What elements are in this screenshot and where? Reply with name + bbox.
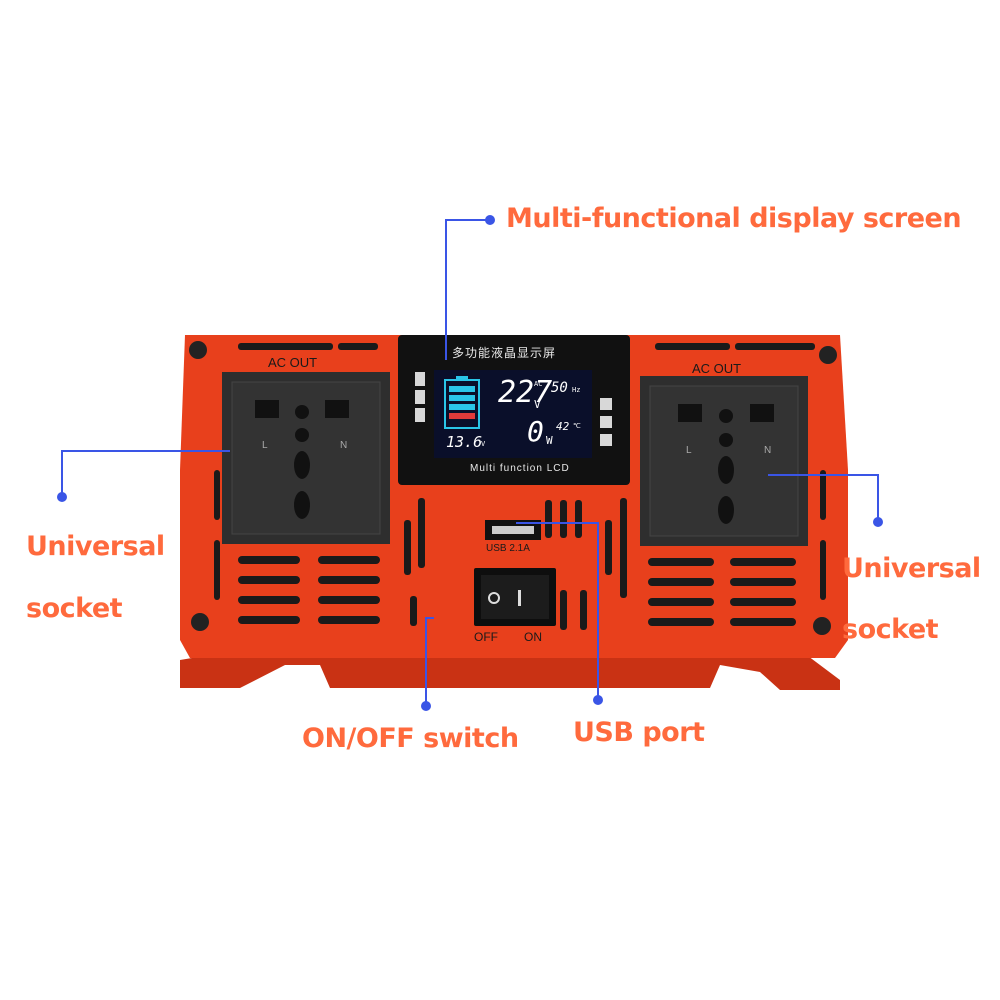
- lcd-header-label: 多功能液晶显示屏: [452, 346, 557, 360]
- callout-on-off-switch: ON/OFF switch: [302, 723, 519, 754]
- base-flange: [180, 650, 840, 690]
- lcd-dc-voltage-unit: V: [481, 440, 486, 448]
- leader-lines: [61, 219, 879, 706]
- left-socket: [222, 372, 390, 544]
- switch-on-label: ON: [524, 630, 542, 644]
- socket-n-label-right: N: [764, 445, 772, 456]
- ac-out-label-left: AC OUT: [268, 355, 318, 370]
- right-socket: [640, 376, 808, 546]
- lcd-ac-voltage-unit: V: [534, 398, 541, 411]
- switch-off-label: OFF: [474, 630, 498, 644]
- top-vents: [238, 343, 815, 350]
- socket-l-label-left: L: [262, 440, 268, 451]
- lcd-ac-tag: AC: [534, 380, 543, 388]
- usb-port-insert: [492, 526, 534, 534]
- callout-universal-socket-right-line1: Universal: [842, 553, 981, 584]
- screws: [189, 341, 837, 635]
- lcd-temperature: 42: [556, 420, 570, 433]
- callout-universal-socket-left-line1: Universal: [26, 531, 165, 562]
- battery-icon: [444, 376, 480, 429]
- lcd-frequency-unit: Hz: [572, 386, 581, 394]
- lcd-footer-label: Multi function LCD: [470, 463, 570, 474]
- lcd-dc-voltage: 13.6: [446, 433, 483, 451]
- center-vents: [404, 498, 627, 630]
- callout-usb-port: USB port: [573, 717, 705, 748]
- callout-universal-socket-right-line2: socket: [842, 614, 939, 645]
- socket-n-label-left: N: [340, 440, 348, 451]
- callout-display-screen: Multi-functional display screen: [506, 203, 962, 234]
- off-symbol: [488, 592, 500, 604]
- lcd-frequency: 50: [551, 380, 568, 396]
- lcd-temperature-unit: ℃: [573, 422, 581, 430]
- on-symbol: [518, 590, 521, 606]
- rocker-switch-face: [481, 575, 549, 619]
- lcd-power: 0: [527, 415, 544, 448]
- lower-vents-left: [238, 556, 380, 624]
- callout-universal-socket-left-line2: socket: [26, 593, 123, 624]
- lcd-indicators: [415, 372, 612, 446]
- leader-dots: [57, 215, 883, 711]
- lcd-ac-voltage: 227: [498, 375, 553, 410]
- socket-l-label-right: L: [686, 445, 692, 456]
- lower-vents-right: [648, 558, 796, 626]
- lcd-power-unit: W: [546, 434, 553, 447]
- usb-label: USB 2.1A: [486, 543, 530, 554]
- ac-out-label-right: AC OUT: [692, 361, 742, 376]
- side-vents: [214, 470, 826, 600]
